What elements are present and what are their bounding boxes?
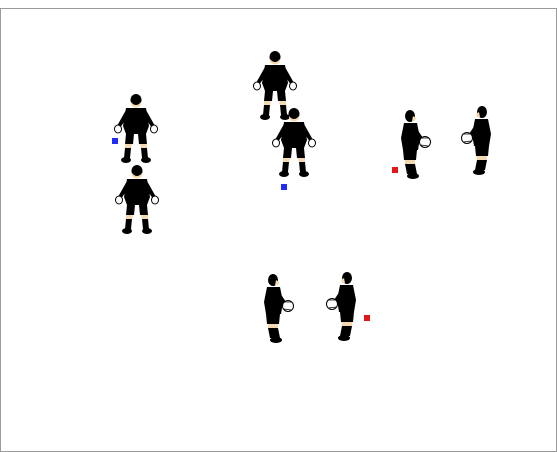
goalkeeper-8 <box>327 272 357 341</box>
goalkeeper-7 <box>264 274 294 343</box>
goalkeeper-3 <box>254 51 297 120</box>
goalkeeper-4 <box>273 108 316 177</box>
marker-red-1 <box>392 167 398 173</box>
goalkeeper-1 <box>115 94 158 163</box>
goalkeeper-6 <box>462 106 492 175</box>
marker-blue-1 <box>112 138 118 144</box>
marker-red-2 <box>364 315 370 321</box>
goalkeeper-5 <box>401 110 431 179</box>
goalkeeper-2 <box>116 165 159 234</box>
marker-blue-2 <box>281 184 287 190</box>
